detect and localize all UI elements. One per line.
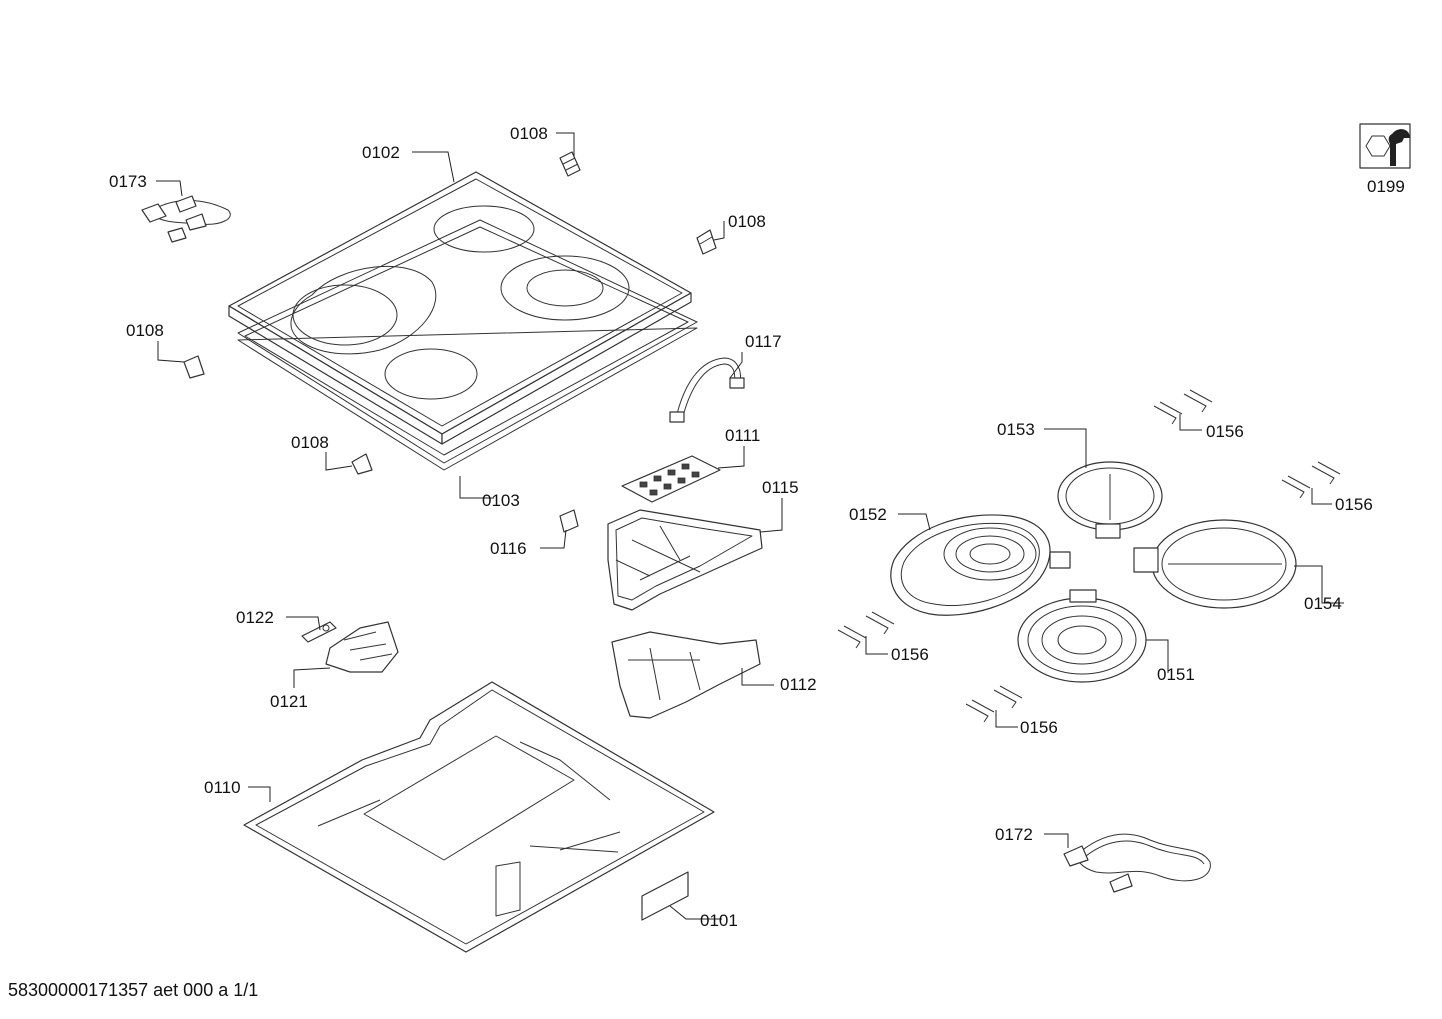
part-0103-frame-seal[interactable] [237, 219, 698, 471]
part-0116-clip[interactable] [559, 509, 579, 533]
part-0156-clips-a[interactable] [1153, 389, 1213, 425]
part-0156-clips-c[interactable] [837, 611, 895, 649]
label-0156-b: 0156 [1335, 495, 1373, 514]
part-0108-clip-c[interactable] [183, 355, 205, 379]
part-0156-clips-b[interactable] [1281, 461, 1341, 499]
part-0154-heating-element[interactable] [1133, 519, 1297, 609]
part-0156-clips-d[interactable] [965, 685, 1023, 723]
label-0101: 0101 [700, 911, 738, 930]
label-0110: 0110 [204, 778, 241, 797]
label-0108-lower: 0108 [291, 433, 329, 452]
part-0108-clip-b[interactable] [696, 229, 717, 255]
part-0172-bracket-set[interactable] [1063, 833, 1211, 893]
label-0122: 0122 [236, 608, 274, 627]
label-0199: 0199 [1367, 177, 1405, 196]
part-0173-bracket-set[interactable] [141, 195, 231, 243]
label-0156-a: 0156 [1206, 422, 1244, 441]
label-0116: 0116 [490, 539, 527, 558]
part-0152-heating-element-oval[interactable] [890, 514, 1071, 616]
label-0108-right: 0108 [728, 212, 766, 231]
label-0154: 0154 [1304, 594, 1342, 613]
label-0115: 0115 [762, 478, 799, 497]
label-0152: 0152 [849, 505, 887, 524]
part-0151-heating-element[interactable] [1017, 589, 1147, 683]
part-0108-clip-d[interactable] [351, 453, 373, 475]
part-0108-clip-a[interactable] [559, 151, 581, 177]
part-0112-control-board[interactable] [611, 631, 761, 719]
part-0122-bracket[interactable] [301, 621, 337, 643]
label-0156-d: 0156 [1020, 718, 1058, 737]
label-0121: 0121 [270, 692, 308, 711]
label-0172: 0172 [995, 825, 1033, 844]
document-footer-id: 58300000171357 aet 000 a 1/1 [8, 980, 259, 1000]
label-0102: 0102 [362, 143, 400, 162]
part-0110-bottom-tray[interactable] [243, 681, 715, 953]
part-0153-heating-element[interactable] [1057, 461, 1163, 539]
part-0121-terminal-block[interactable] [325, 621, 399, 673]
part-0115-housing[interactable] [607, 509, 763, 611]
label-0108-left: 0108 [126, 321, 164, 340]
label-0173: 0173 [109, 172, 147, 191]
part-0101-rating-label[interactable] [641, 871, 689, 921]
label-0153: 0153 [997, 420, 1035, 439]
leader-lines [156, 132, 1344, 920]
part-0102-glass-top[interactable] [228, 171, 692, 445]
label-0103: 0103 [482, 491, 520, 510]
part-0111-keypad[interactable] [621, 455, 721, 503]
label-0151: 0151 [1157, 665, 1195, 684]
label-0108-top: 0108 [510, 124, 548, 143]
label-0111: 0111 [725, 426, 760, 445]
label-0117: 0117 [745, 332, 782, 351]
label-0112: 0112 [780, 675, 817, 694]
wrench-nut-icon [1359, 123, 1411, 169]
part-0117-cable[interactable] [669, 357, 745, 423]
label-0156-c: 0156 [891, 645, 929, 664]
